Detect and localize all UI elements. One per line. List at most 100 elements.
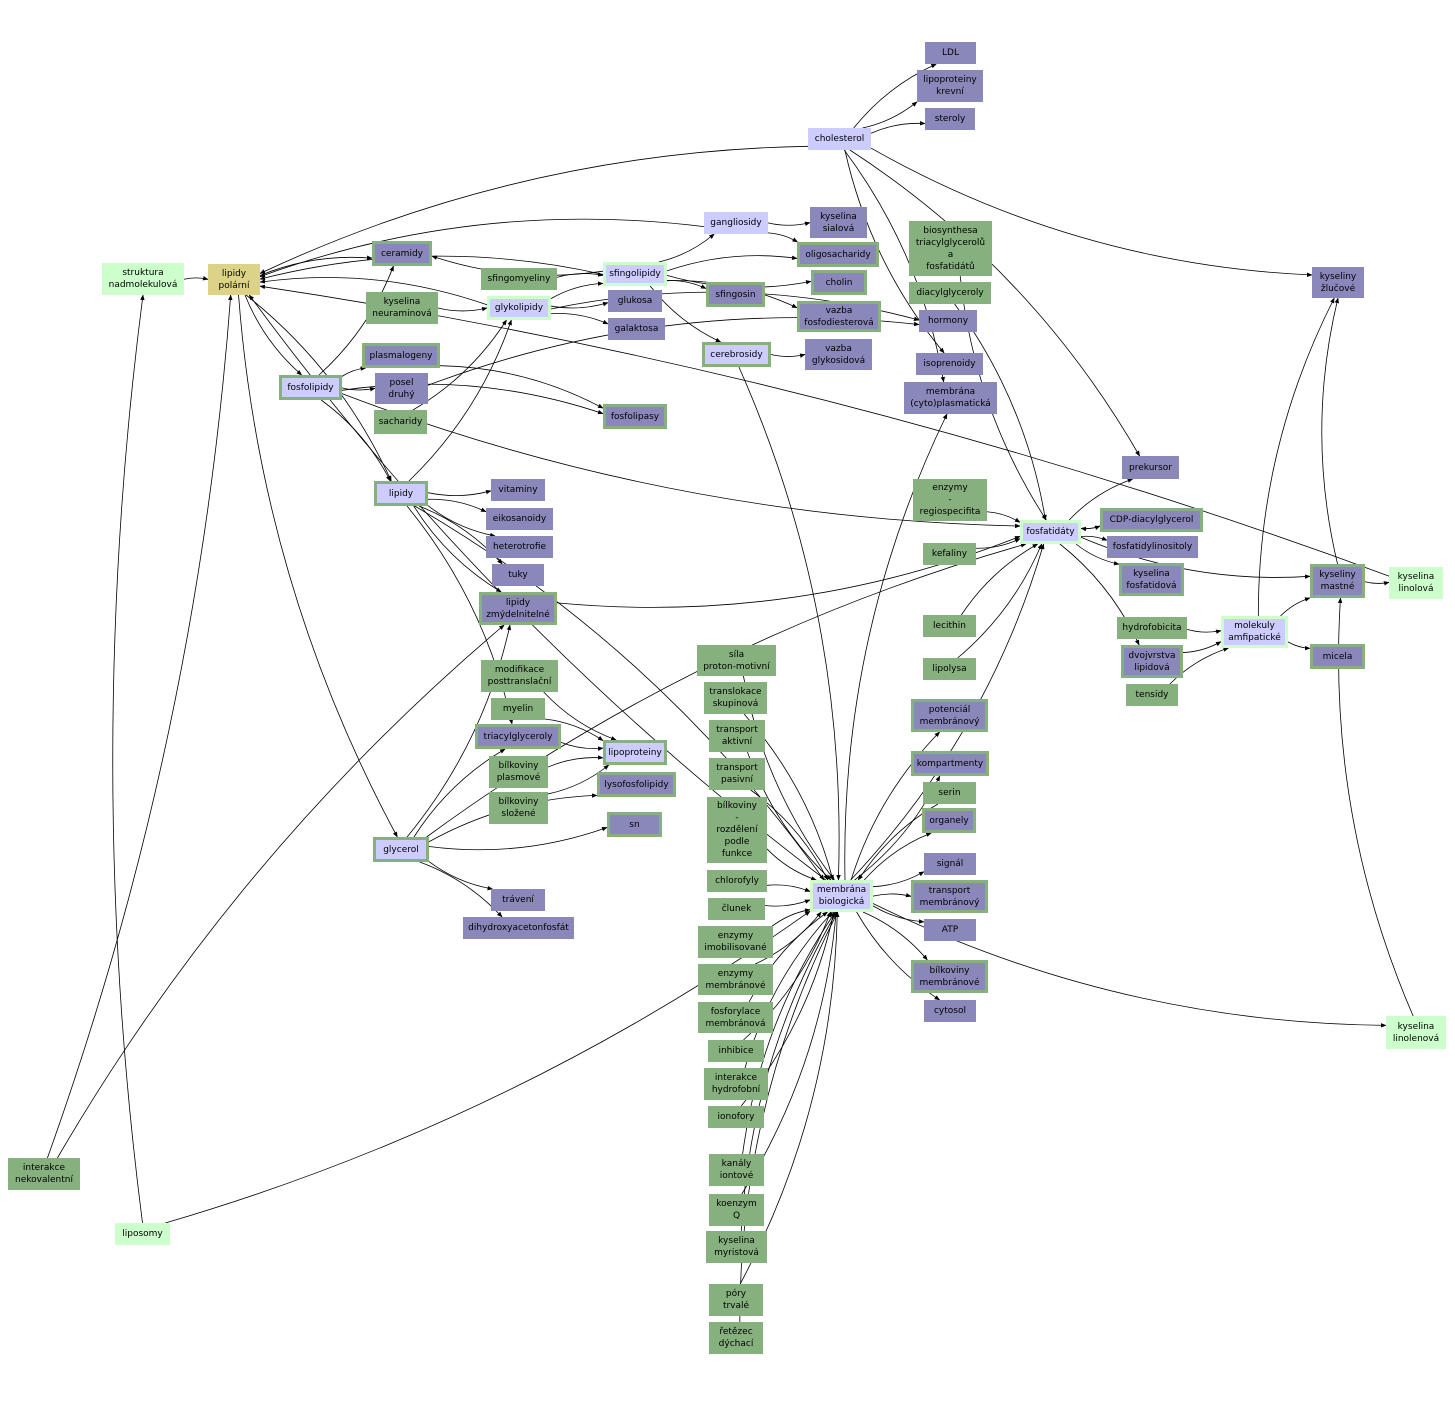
edge-membrana_biologicka-to-organely bbox=[863, 832, 932, 881]
node-steroly[interactable]: steroly bbox=[925, 108, 975, 130]
node-serin[interactable]: serin bbox=[923, 782, 976, 804]
node-fosfatidaty[interactable]: fosfatidáty bbox=[1020, 520, 1081, 544]
edge-fosfatidaty-to-prekursor bbox=[1068, 478, 1134, 521]
node-fosfolipasy[interactable]: fosfolipasy bbox=[603, 404, 667, 429]
node-tensidy[interactable]: tensidy bbox=[1126, 684, 1178, 706]
node-enzymy-imobil[interactable]: enzymy imobilisované bbox=[698, 926, 773, 958]
edge-glycerol-to-travení bbox=[428, 861, 494, 891]
edge-modifikace-to-lipoproteiny bbox=[543, 691, 617, 741]
node-bilkoviny-membranove[interactable]: bílkoviny membránové bbox=[911, 960, 988, 993]
node-lipolysa[interactable]: lipolysa bbox=[923, 658, 976, 680]
node-heterotrofie[interactable]: heterotrofie bbox=[486, 536, 553, 558]
node-chlorofyly[interactable]: chlorofyly bbox=[707, 870, 767, 892]
node-ceramidy[interactable]: ceramidy bbox=[372, 241, 432, 266]
node-gangliosidy[interactable]: gangliosidy bbox=[704, 212, 768, 234]
node-lipidy-polarni[interactable]: lipidy polární bbox=[208, 264, 260, 295]
node-transport-aktivni[interactable]: transport aktivní bbox=[709, 720, 765, 752]
node-posel-druhy[interactable]: posel druhý bbox=[375, 373, 428, 404]
node-atp[interactable]: ATP bbox=[924, 919, 976, 941]
node-lipidy-zmydelnitelne[interactable]: lipidy zmýdelnitelné bbox=[479, 592, 557, 625]
node-kyseliny-zlucove[interactable]: kyseliny žlučové bbox=[1312, 267, 1364, 298]
node-retezec[interactable]: řetězec dýchací bbox=[709, 1322, 763, 1354]
node-prekursor[interactable]: prekursor bbox=[1122, 456, 1179, 479]
node-organely[interactable]: organely bbox=[922, 808, 976, 833]
node-lipoproteiny-krevni[interactable]: lipoproteiny krevní bbox=[917, 70, 983, 102]
node-kyselina-neuraminova[interactable]: kyselina neuraminová bbox=[366, 292, 438, 324]
node-translokace[interactable]: translokace skupinová bbox=[704, 682, 767, 714]
node-pory[interactable]: póry trvalé bbox=[709, 1284, 763, 1316]
node-kompartmenty[interactable]: kompartmenty bbox=[911, 751, 989, 776]
node-kyselina-linolova[interactable]: kyselina linolová bbox=[1389, 567, 1443, 599]
node-kefaliny[interactable]: kefaliny bbox=[923, 543, 976, 565]
node-interakce-nekovalentni[interactable]: interakce nekovalentní bbox=[8, 1158, 80, 1190]
node-glukosa[interactable]: glukosa bbox=[608, 290, 662, 312]
node-biosynthesa[interactable]: biosynthesa triacylglycerolů a fosfatidá… bbox=[909, 221, 992, 276]
node-liposomy[interactable]: liposomy bbox=[115, 1223, 170, 1245]
node-cytosol[interactable]: cytosol bbox=[924, 1000, 976, 1022]
node-membrana-biologicka[interactable]: membrána biologická bbox=[810, 880, 873, 912]
node-vazba-glykosidova[interactable]: vazba glykosidová bbox=[805, 339, 872, 370]
node-kyselina-sialova[interactable]: kyselina sialová bbox=[810, 207, 867, 238]
node-cholin[interactable]: cholin bbox=[811, 270, 867, 295]
node-sfingosin[interactable]: sfingosin bbox=[706, 282, 765, 307]
node-fosfolipidy[interactable]: fosfolipidy bbox=[279, 375, 342, 400]
node-potencial[interactable]: potenciál membránový bbox=[911, 699, 988, 732]
node-micela[interactable]: micela bbox=[1310, 644, 1365, 669]
node-lipoproteiny[interactable]: lipoproteiny bbox=[603, 740, 667, 765]
node-clunek[interactable]: člunek bbox=[708, 898, 765, 920]
node-eikosanoidy[interactable]: eikosanoidy bbox=[486, 508, 553, 530]
node-tuky[interactable]: tuky bbox=[492, 564, 544, 586]
node-traveni[interactable]: trávení bbox=[491, 889, 545, 911]
node-transport-membranovy[interactable]: transport membránový bbox=[911, 880, 988, 913]
node-bilkoviny-rozdeleni[interactable]: bílkoviny - rozdělení podle funkce bbox=[707, 797, 767, 863]
node-glykolipidy[interactable]: glykolipidy bbox=[487, 296, 551, 320]
node-sn[interactable]: sn bbox=[607, 812, 662, 837]
node-lysofosfolipidy[interactable]: lysofosfolipidy bbox=[597, 772, 676, 797]
node-sacharidy[interactable]: sacharidy bbox=[374, 410, 427, 434]
node-vazba-fosfodiesterova[interactable]: vazba fosfodiesterová bbox=[797, 301, 881, 332]
node-ldl[interactable]: LDL bbox=[925, 42, 976, 64]
node-enzymy-membranove[interactable]: enzymy membránové bbox=[698, 964, 773, 995]
node-isoprenoidy[interactable]: isoprenoidy bbox=[916, 353, 983, 375]
node-kyselina-linolenova[interactable]: kyselina linolenová bbox=[1386, 1016, 1446, 1049]
node-transport-pasivni[interactable]: transport pasivní bbox=[709, 758, 765, 790]
node-vitaminy[interactable]: vitaminy bbox=[491, 479, 545, 501]
node-sfingolipidy[interactable]: sfingolipidy bbox=[603, 262, 667, 286]
node-struktura[interactable]: struktura nadmolekulová bbox=[102, 263, 184, 295]
node-triacylglyceroly[interactable]: triacylglyceroly bbox=[475, 724, 561, 749]
node-hormony[interactable]: hormony bbox=[919, 310, 977, 332]
node-bilkoviny-plasmove[interactable]: bílkoviny plasmové bbox=[489, 756, 548, 788]
node-kyselina-fosfatidova[interactable]: kyselina fosfatidová bbox=[1119, 563, 1184, 596]
node-glycerol[interactable]: glycerol bbox=[373, 837, 429, 862]
node-lipidy[interactable]: lipidy bbox=[374, 481, 428, 506]
node-kyselina-myristova[interactable]: kyselina myristová bbox=[706, 1231, 767, 1263]
node-fosfatidylinositoly[interactable]: fosfatidylinositoly bbox=[1107, 536, 1198, 558]
node-diacylglyceroly[interactable]: diacylglyceroly bbox=[909, 282, 991, 304]
node-sfingomyeliny[interactable]: sfingomyeliny bbox=[481, 268, 557, 290]
node-cdp[interactable]: CDP-diacylglycerol bbox=[1100, 508, 1203, 532]
node-cerebrosidy[interactable]: cerebrosidy bbox=[702, 342, 771, 367]
node-dihydroxyaceton[interactable]: dihydroxyacetonfosfát bbox=[463, 917, 574, 939]
node-membrana-cyto[interactable]: membrána (cyto)plasmatická bbox=[904, 382, 997, 414]
node-dvojvrstva[interactable]: dvojvrstva lipidová bbox=[1121, 645, 1183, 678]
node-lecithin[interactable]: lecithin bbox=[923, 615, 976, 637]
node-hydrofobicita[interactable]: hydrofobicita bbox=[1117, 617, 1187, 639]
node-koenzym[interactable]: koenzym Q bbox=[709, 1194, 764, 1226]
node-fosforylace[interactable]: fosforylace membránová bbox=[698, 1002, 773, 1033]
node-modifikace[interactable]: modifikace posttranslační bbox=[481, 660, 558, 692]
node-inhibice[interactable]: inhibice bbox=[708, 1040, 764, 1062]
node-sila-proton[interactable]: síla proton-motivní bbox=[697, 645, 776, 676]
node-signal[interactable]: signál bbox=[924, 853, 976, 875]
node-bilkoviny-slozene[interactable]: bílkoviny složené bbox=[489, 792, 548, 824]
node-cholesterol[interactable]: cholesterol bbox=[808, 128, 871, 150]
node-oligosacharidy[interactable]: oligosacharidy bbox=[797, 242, 879, 267]
node-kanaly[interactable]: kanály iontové bbox=[709, 1154, 764, 1186]
node-myelin[interactable]: myelin bbox=[491, 698, 545, 720]
node-plasmalogeny[interactable]: plasmalogeny bbox=[362, 343, 440, 368]
node-galaktosa[interactable]: galaktosa bbox=[608, 318, 665, 340]
node-kyseliny-mastne[interactable]: kyseliny mastné bbox=[1310, 564, 1365, 598]
node-enzymy-regio[interactable]: enzymy - regiospecifita bbox=[913, 479, 987, 521]
node-ionofory[interactable]: ionofory bbox=[708, 1106, 764, 1128]
node-interakce-hydrofobni[interactable]: interakce hydrofobní bbox=[704, 1068, 768, 1100]
node-molekuly-amfipaticke[interactable]: molekuly amfipatické bbox=[1221, 616, 1288, 648]
